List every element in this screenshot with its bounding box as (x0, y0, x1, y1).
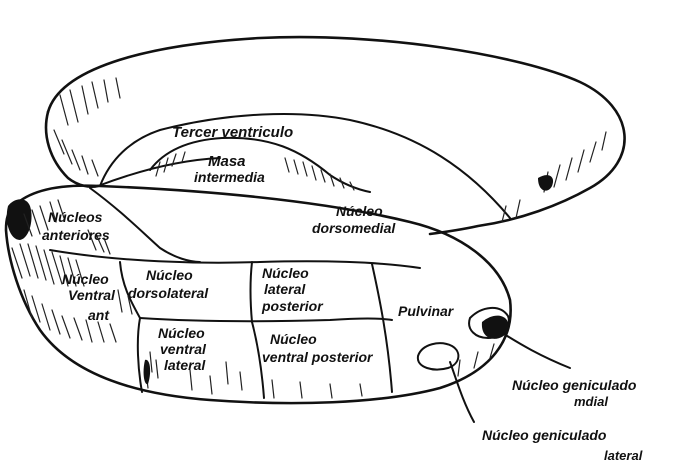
boundary-anterior-dorsomedial (90, 188, 200, 262)
label-nucleo-ventral-lateral-line1: Núcleo (158, 325, 205, 341)
ventral-lateral-dark-mark (144, 360, 151, 384)
label-tercer-ventriculo: Tercer ventriculo (172, 124, 293, 141)
label-nucleo-lateral-posterior-line3: posterior (261, 298, 324, 314)
label-nucleo-lateral-posterior-line2: lateral (264, 281, 306, 297)
label-masa-intermedia-line1: Masa (208, 153, 246, 170)
leader-medial-geniculate (504, 334, 570, 368)
boundary-latpost-pulvinar (372, 264, 392, 392)
anterior-tip-blob (7, 199, 32, 240)
upper-hatching (54, 78, 606, 222)
upper-thalamus-left-edge (46, 112, 98, 187)
label-nucleo-dorsolateral-line1: Núcleo (146, 267, 193, 283)
label-nucleo-ventral-ant-line2: Ventral (68, 287, 116, 303)
label-nucleos-anteriores-line2: anteriores (42, 227, 110, 243)
label-nucleo-dorsomedial-line1: Núcleo (336, 203, 383, 219)
label-nucleo-geniculado-medial-line1: Núcleo geniculado (512, 377, 637, 393)
boundary-dorsal-band (50, 250, 420, 268)
label-nucleo-dorsolateral-line2: dorsolateral (128, 285, 209, 301)
label-nucleo-dorsomedial-line2: dorsomedial (312, 220, 396, 236)
label-nucleo-ventral-ant-line3: ant (88, 307, 110, 323)
boundary-ventral-lateral-left (138, 318, 142, 392)
boundary-middle-horizontal (140, 318, 392, 321)
boundary-dorsolat-latpost (251, 262, 253, 322)
label-nucleo-lateral-posterior-line1: Núcleo (262, 265, 309, 281)
label-nucleo-ventral-ant-line1: Núcleo (62, 271, 109, 287)
label-nucleo-ventral-lateral-line2: ventral (160, 341, 207, 357)
label-nucleo-ventral-posterior-line1: Núcleo (270, 331, 317, 347)
label-nucleo-ventral-posterior-line2: ventral posterior (262, 349, 374, 365)
label-nucleo-geniculado-medial-line2: mdial (574, 394, 608, 409)
upper-dark-tip (538, 175, 553, 190)
label-masa-intermedia-line2: intermedia (194, 169, 265, 185)
label-nucleo-geniculado-lateral-line1: Núcleo geniculado (482, 427, 607, 443)
leader-lateral-geniculate (450, 362, 474, 422)
label-nucleo-ventral-lateral-line3: lateral (164, 357, 206, 373)
label-nucleos-anteriores-line1: Núcleos (48, 209, 103, 225)
label-pulvinar: Pulvinar (398, 303, 455, 319)
label-nucleo-geniculado-lateral-line2: lateral (604, 448, 643, 463)
